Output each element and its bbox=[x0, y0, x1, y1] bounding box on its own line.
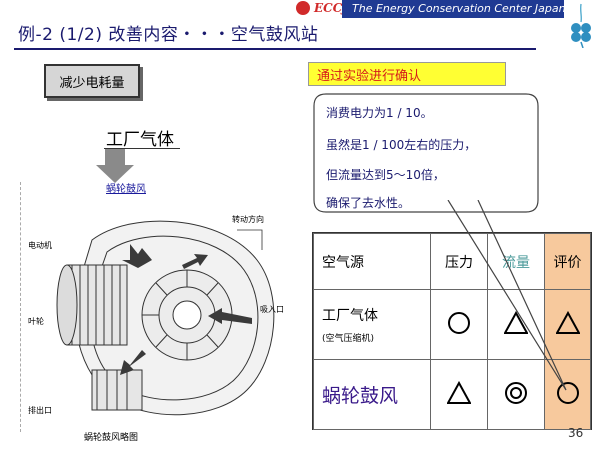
clover-icon bbox=[571, 3, 591, 48]
dashed-divider bbox=[20, 182, 21, 432]
factory-air-underline bbox=[104, 148, 180, 149]
comparison-table: 空气源 压力 流量 评价 工厂气体 (空气压缩机) 蜗轮鼓风 bbox=[312, 232, 592, 430]
blower-diagram: 转动方向 电动机 叶轮 吸入口 排出口 bbox=[28, 214, 284, 416]
double-circle-icon bbox=[505, 381, 527, 404]
triangle-icon bbox=[555, 310, 580, 334]
down-arrow-icon bbox=[96, 149, 134, 183]
bubble-line-3: 但流量达到5～10倍， bbox=[326, 168, 445, 182]
eccj-logo-icon bbox=[296, 1, 310, 15]
label-impeller: 叶轮 bbox=[28, 316, 44, 326]
row-factory-air-sub: (空气压缩机) bbox=[322, 334, 375, 344]
cell-blower-eval bbox=[544, 359, 591, 430]
circle-icon bbox=[448, 311, 470, 334]
title-underline bbox=[14, 48, 536, 50]
triangle-icon bbox=[447, 380, 471, 404]
cell-blower-pressure bbox=[430, 359, 488, 430]
bubble-callout-pointer bbox=[447, 200, 567, 391]
triangle-icon bbox=[504, 310, 528, 334]
cell-factory-eval bbox=[544, 289, 591, 360]
row-blower: 蜗轮鼓风 bbox=[313, 359, 431, 430]
cell-blower-flow bbox=[487, 359, 545, 430]
bubble-line-4: 确保了去水性。 bbox=[326, 196, 411, 210]
label-motor: 电动机 bbox=[28, 240, 52, 250]
blower-link[interactable]: 蜗轮鼓风 bbox=[106, 184, 146, 195]
header-pressure: 压力 bbox=[430, 233, 488, 290]
row-factory-air: 工厂气体 (空气压缩机) bbox=[313, 289, 431, 360]
row-factory-air-name: 工厂气体 bbox=[322, 308, 378, 324]
experiment-banner: 通过实验进行确认 bbox=[308, 62, 506, 86]
reduce-power-box: 减少电耗量 bbox=[44, 64, 140, 98]
page-title: 例-2 (1/2) 改善内容・・・空气鼓风站 bbox=[18, 25, 319, 45]
circle-icon bbox=[556, 381, 579, 404]
cell-factory-pressure bbox=[430, 289, 488, 360]
label-outlet: 排出口 bbox=[28, 405, 52, 415]
eccj-logo-text: ECCJ bbox=[314, 1, 348, 15]
header-bar bbox=[342, 0, 564, 18]
header-source: 空气源 bbox=[313, 233, 431, 290]
speech-bubble bbox=[313, 93, 539, 213]
factory-air-label: 工厂气体 bbox=[106, 130, 174, 150]
label-direction: 转动方向 bbox=[232, 214, 264, 224]
diagram-caption: 蜗轮鼓风略图 bbox=[84, 433, 139, 443]
bubble-line-2: 虽然是1 / 100左右的压力， bbox=[326, 138, 477, 152]
bubble-line-1: 消费电力为1 / 10。 bbox=[326, 106, 433, 120]
page-number: 36 bbox=[568, 426, 584, 440]
row-blower-name: 蜗轮鼓风 bbox=[322, 385, 399, 407]
label-inlet: 吸入口 bbox=[260, 305, 284, 314]
org-name: The Energy Conservation Center Japan bbox=[352, 2, 566, 15]
